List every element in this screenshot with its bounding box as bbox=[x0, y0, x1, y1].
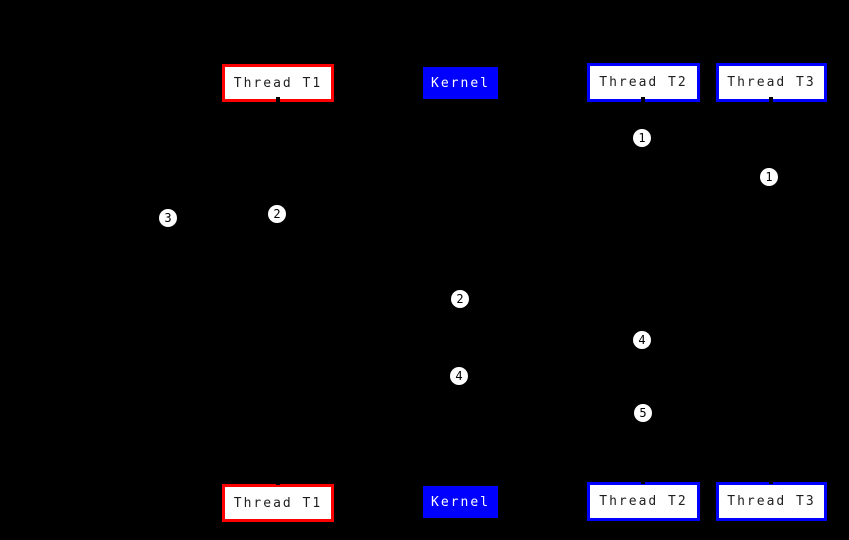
actor-box-kernel-top: Kernel bbox=[423, 67, 498, 99]
actor-box-thread-t2-bottom: Thread T2 bbox=[587, 482, 700, 521]
actor-box-thread-t3-bottom: Thread T3 bbox=[716, 482, 827, 521]
lifeline-stub-thread-t2-bottom bbox=[641, 476, 645, 484]
actor-label-thread-t1-top: Thread T1 bbox=[233, 75, 323, 91]
lifeline-stub-thread-t2-top bbox=[641, 97, 645, 105]
actor-box-thread-t3-top: Thread T3 bbox=[716, 63, 827, 102]
actor-label-thread-t2-top: Thread T2 bbox=[599, 75, 688, 90]
actor-label-thread-t1-bottom: Thread T1 bbox=[233, 495, 323, 511]
actor-label-kernel-top: Kernel bbox=[431, 75, 490, 91]
step-marker-5-thread-t2: 5 bbox=[634, 404, 652, 422]
actor-box-kernel-bottom: Kernel bbox=[423, 486, 498, 518]
actor-label-thread-t2-bottom: Thread T2 bbox=[599, 494, 688, 509]
actor-label-thread-t3-bottom: Thread T3 bbox=[727, 494, 816, 509]
lifeline-stub-thread-t1-top bbox=[276, 97, 280, 105]
lifeline-stub-thread-t3-bottom bbox=[769, 476, 773, 484]
actor-box-thread-t1-top: Thread T1 bbox=[222, 64, 334, 102]
step-marker-3-left: 3 bbox=[159, 209, 177, 227]
step-marker-2-thread-t1: 2 bbox=[268, 205, 286, 223]
actor-label-thread-t3-top: Thread T3 bbox=[727, 75, 816, 90]
step-marker-1-thread-t2: 1 bbox=[633, 129, 651, 147]
actor-label-kernel-bottom: Kernel bbox=[431, 494, 490, 510]
step-marker-1-thread-t3: 1 bbox=[760, 168, 778, 186]
step-marker-4-thread-t2: 4 bbox=[633, 331, 651, 349]
step-marker-4-kernel: 4 bbox=[450, 367, 468, 385]
lifeline-stub-thread-t3-top bbox=[769, 97, 773, 105]
actor-box-thread-t1-bottom: Thread T1 bbox=[222, 484, 334, 522]
lifeline-stub-thread-t1-bottom bbox=[276, 477, 280, 485]
step-marker-2-kernel: 2 bbox=[451, 290, 469, 308]
